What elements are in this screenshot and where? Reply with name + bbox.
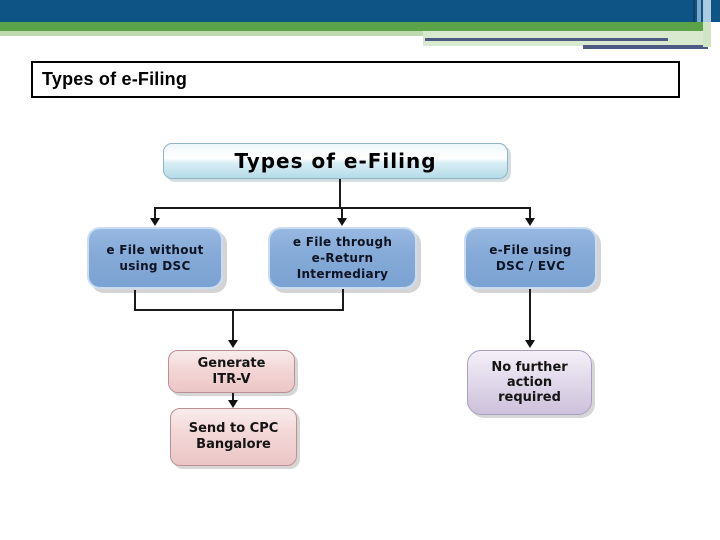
node-label-line: Intermediary — [296, 267, 389, 281]
header-bar-light-green — [0, 31, 703, 36]
connector-branch2-down — [342, 289, 344, 311]
node-label-line: required — [498, 390, 561, 405]
node-generate-itrv: Generate ITR-V — [168, 350, 295, 393]
arrowhead-branch-1 — [150, 218, 160, 226]
node-label-line: action — [506, 375, 553, 390]
arrowhead-branch-3 — [525, 218, 535, 226]
header-corner-stripe-3 — [703, 0, 711, 22]
node-send-to-cpc-bangalore: Send to CPC Bangalore — [170, 408, 297, 466]
header-bar-blue — [0, 0, 720, 22]
connector-merge-rail — [134, 309, 344, 311]
node-efile-using-dsc-evc: e-File using DSC / EVC — [464, 227, 597, 289]
node-label-line: e File through — [292, 235, 393, 249]
node-label-line: Send to CPC — [188, 421, 279, 436]
node-label-line: No further — [491, 360, 568, 375]
node-label-line: e File without — [106, 243, 204, 257]
node-types-of-efiling: Types of e-Filing — [163, 143, 508, 179]
node-label-line: e-Return — [311, 251, 374, 265]
node-label-line: Generate — [197, 355, 266, 371]
slide-title: Types of e-Filing — [42, 69, 188, 89]
arrowhead-no-action — [525, 340, 535, 348]
connector-root-down — [339, 179, 341, 208]
header-corner-stripe-2 — [697, 0, 701, 22]
header-accent-line-1 — [425, 38, 668, 41]
node-label: Types of e-Filing — [234, 149, 437, 173]
node-label-line: ITR-V — [212, 371, 251, 387]
header-accent-line-2 — [583, 45, 708, 49]
header-corner-stripe-1 — [693, 0, 695, 22]
connector-branch3-down — [529, 289, 531, 341]
arrowhead-send-cpc — [228, 400, 238, 408]
node-label-line: Bangalore — [196, 437, 271, 452]
node-label-line: e-File using — [489, 243, 572, 257]
connector-merge-down — [232, 309, 234, 341]
connector-itrv-to-cpc — [232, 393, 234, 401]
node-no-further-action: No further action required — [467, 350, 592, 415]
connector-stub-branch-3 — [529, 207, 531, 219]
arrowhead-branch-2 — [337, 218, 347, 226]
header-bar-green — [0, 22, 703, 31]
node-efile-without-dsc: e File without using DSC — [87, 227, 223, 289]
node-label-line: using DSC — [119, 259, 191, 273]
header-corner-stripe-4 — [703, 22, 711, 47]
connector-branch1-down — [134, 290, 136, 311]
connector-stub-branch-1 — [154, 207, 156, 219]
node-label-line: DSC / EVC — [495, 259, 566, 273]
connector-stub-branch-2 — [341, 207, 343, 219]
slide-title-box: Types of e-Filing — [31, 61, 680, 98]
node-efile-through-intermediary: e File through e-Return Intermediary — [268, 227, 417, 289]
arrowhead-generate-itrv — [228, 340, 238, 348]
